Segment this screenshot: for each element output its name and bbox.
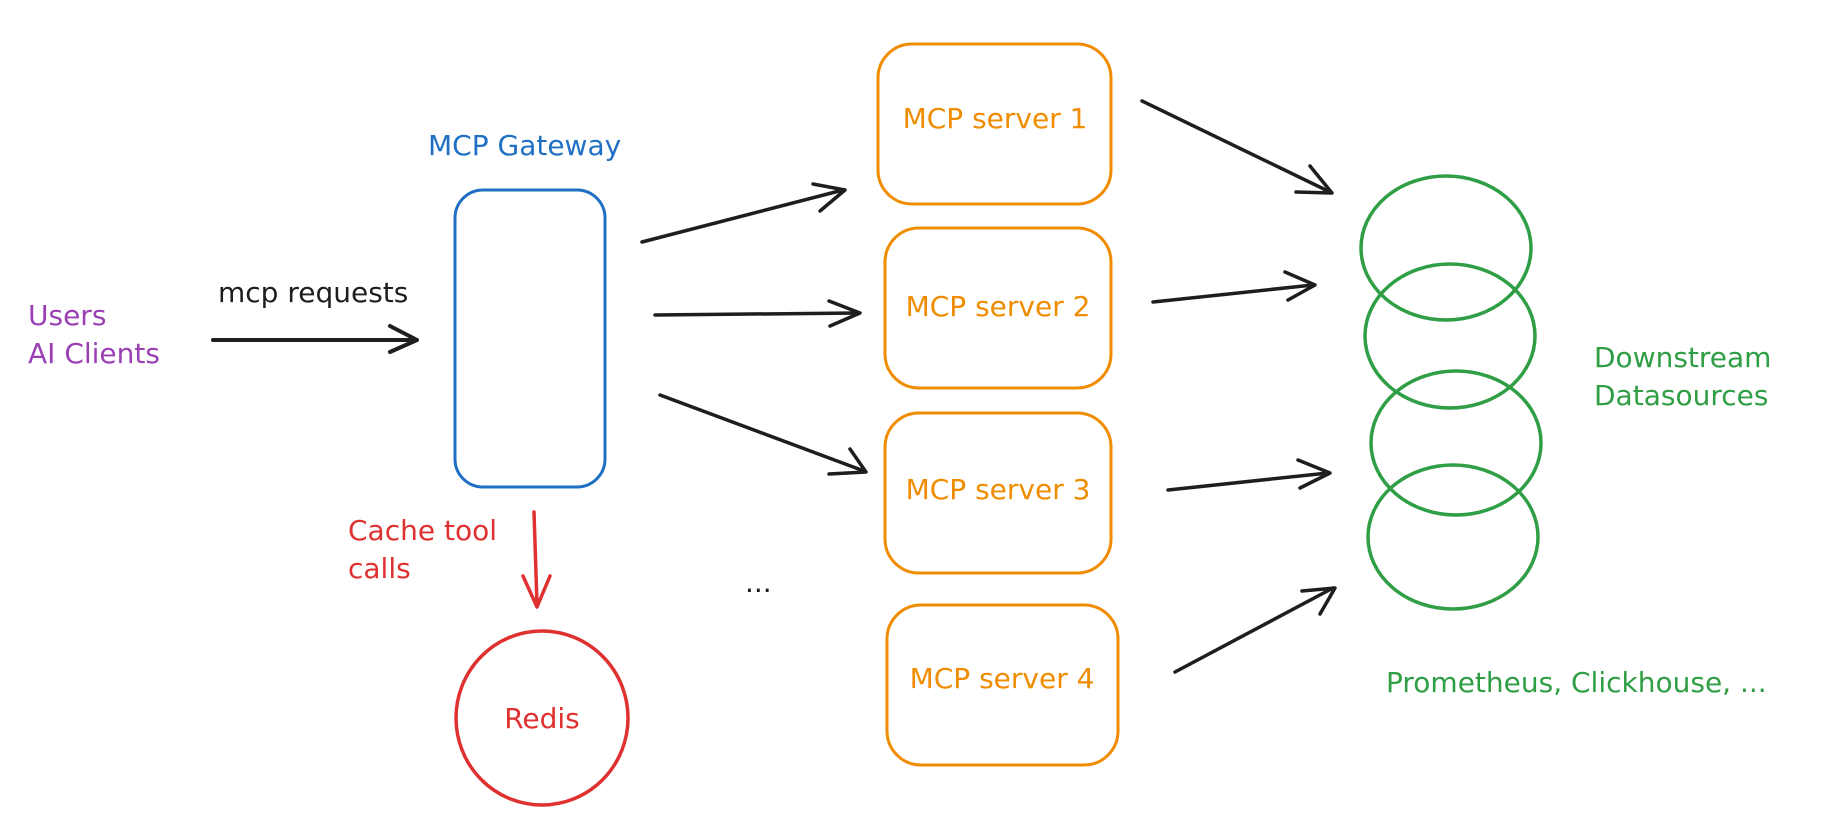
redis-label: Redis [504,702,580,735]
server-label-3: MCP server 3 [906,473,1091,506]
datasources-label-line2: Datasources [1594,379,1768,412]
server-label-2: MCP server 2 [906,290,1091,323]
server-label-1: MCP server 1 [903,102,1088,135]
server-box-4 [885,603,1120,767]
server-box-1 [876,42,1113,206]
datasources-label-line1: Downstream [1594,341,1771,374]
datasource-stack-icon [1359,174,1543,611]
cache-label-line1: Cache tool [348,514,497,547]
client-label-line1: Users [28,299,106,332]
server-box-3 [883,411,1113,575]
request-arrow [211,324,419,354]
server-box-2 [883,226,1113,390]
cache-label-line2: calls [348,552,411,585]
gateway-label: MCP Gateway [428,129,621,162]
more-servers-ellipsis: ... [745,566,772,599]
cache-arrow [521,510,552,609]
datasources-examples: Prometheus, Clickhouse, ... [1386,666,1767,699]
requests-label: mcp requests [218,276,408,309]
servers-to-datasources-arrows [1140,99,1337,674]
server-label-4: MCP server 4 [910,662,1095,695]
client-label-line2: AI Clients [28,337,160,370]
gateway-box [453,188,607,489]
redis-circle [454,629,630,807]
gateway-to-servers-arrows [640,182,868,476]
